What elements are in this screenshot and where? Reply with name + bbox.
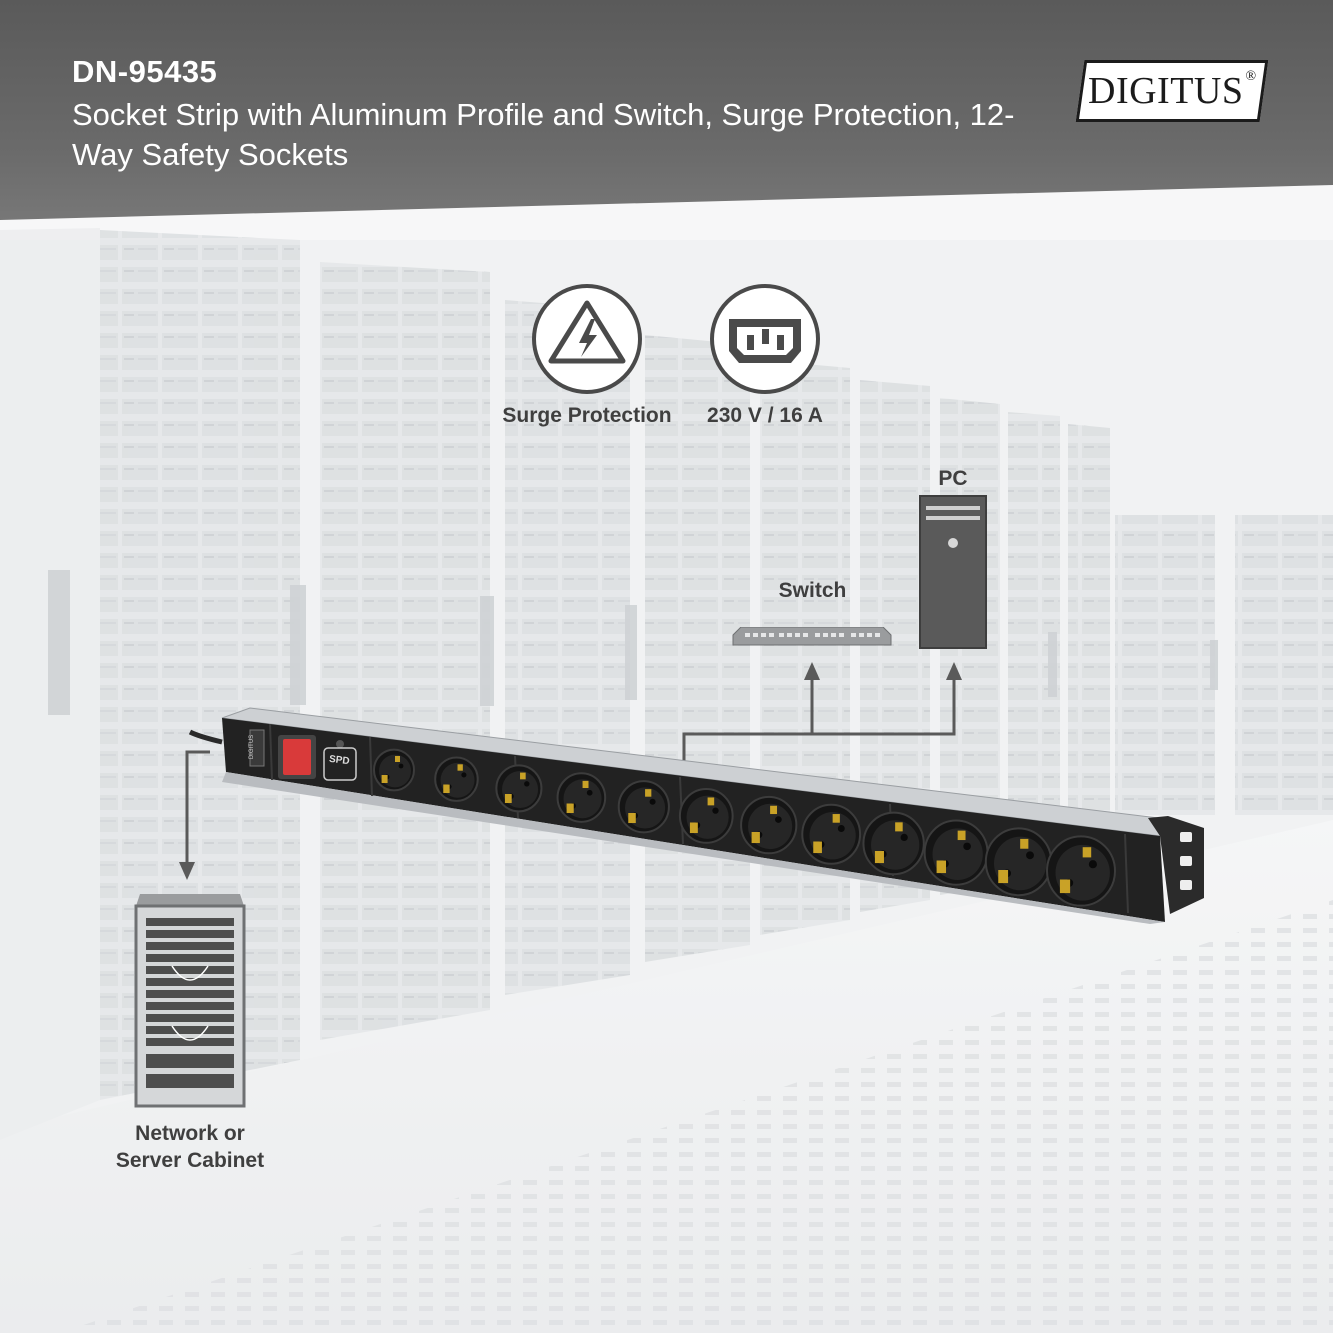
voltage-rating-label: 230 V / 16 A <box>707 404 823 427</box>
surge-protection-label: Surge Protection <box>502 404 672 427</box>
pc-label: PC <box>938 467 968 490</box>
server-cabinet-icon <box>134 894 246 1108</box>
cabinet-label-line2: Server Cabinet <box>115 1149 265 1172</box>
pc-tower-icon <box>919 495 987 649</box>
product-code: DN-95435 <box>72 54 218 89</box>
socket-outlet <box>617 780 670 834</box>
socket-outlet <box>862 811 925 876</box>
switch-label: Switch <box>778 579 847 602</box>
product-description: Socket Strip with Aluminum Profile and S… <box>72 97 1015 172</box>
network-switch-icon <box>732 627 892 646</box>
socket-outlet <box>556 772 607 823</box>
brand-plate-text: DIGITUS <box>249 734 256 760</box>
socket-outlet <box>801 803 862 865</box>
socket-outlet <box>495 764 543 813</box>
socket-outlet <box>740 795 798 855</box>
power-connector-icon <box>710 284 820 394</box>
spd-label: SPD <box>328 753 351 768</box>
socket-outlet <box>678 788 734 844</box>
socket-outlet <box>923 819 989 886</box>
socket-outlet <box>434 756 479 802</box>
socket-outlet <box>1046 835 1116 907</box>
socket-outlet <box>984 827 1053 897</box>
socket-outlet <box>373 748 415 792</box>
cabinet-label-line1: Network or <box>135 1122 245 1145</box>
surge-protection-icon <box>532 284 642 394</box>
